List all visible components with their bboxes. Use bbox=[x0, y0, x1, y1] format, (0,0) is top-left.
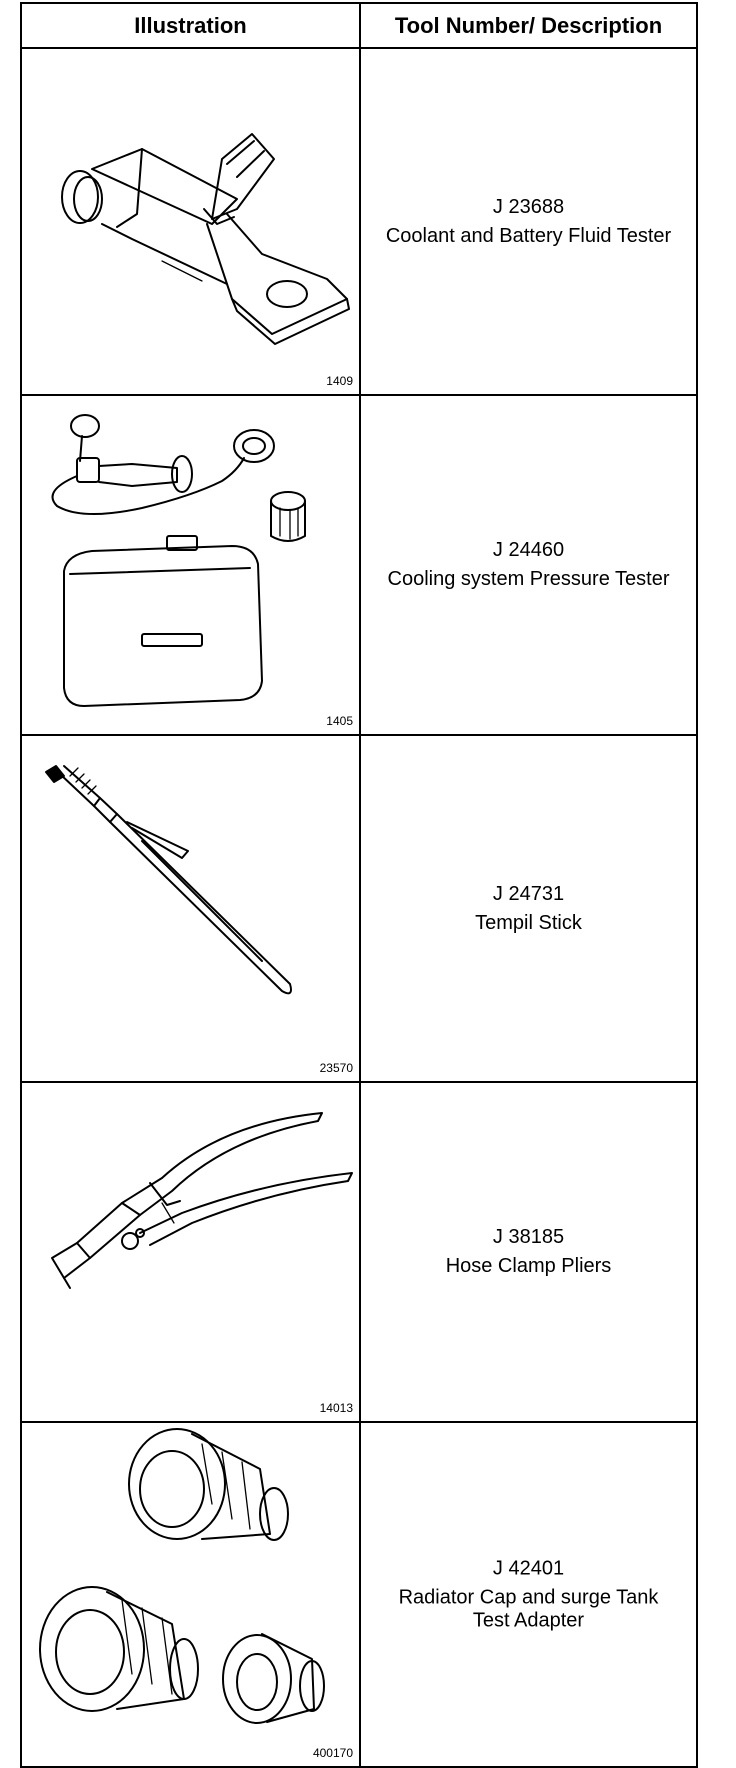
illustration-cell: 23570 bbox=[22, 736, 361, 1081]
description-cell: J 24731 Tempil Stick bbox=[361, 736, 696, 1081]
tool-number: J 38185 bbox=[492, 1226, 565, 1248]
tool-number: J 23688 bbox=[492, 195, 565, 218]
description-cell: J 42401 Radiator Cap and surge Tank Test… bbox=[361, 1423, 696, 1766]
hose-clamp-pliers-icon bbox=[51, 1112, 353, 1289]
description-cell: J 23688 Coolant and Battery Fluid Tester bbox=[361, 49, 696, 394]
illustration-cell: 400170 bbox=[22, 1423, 361, 1766]
table-row: 1405 J 24460 Cooling system Pressure Tes… bbox=[22, 396, 696, 736]
tool-description: Coolant and Battery Fluid Tester bbox=[385, 224, 672, 247]
table-row: 1409 J 23688 Coolant and Battery Fluid T… bbox=[22, 49, 696, 396]
figure-number: 1405 bbox=[326, 714, 353, 728]
tool-number: J 42401 bbox=[492, 1557, 565, 1579]
illustration-cell: 1409 bbox=[22, 49, 361, 394]
illustration-cell: 1405 bbox=[22, 396, 361, 734]
pressure-tester-icon bbox=[51, 414, 306, 707]
figure-number: 400170 bbox=[312, 1746, 353, 1760]
table-row: 400170 J 42401 Radiator Cap and surge Ta… bbox=[22, 1423, 696, 1766]
illustration-cell: 14013 bbox=[22, 1083, 361, 1421]
table-header: Illustration Tool Number/ Description bbox=[22, 4, 696, 49]
header-illustration: Illustration bbox=[22, 4, 361, 47]
figure-number: 23570 bbox=[319, 1061, 353, 1075]
description-cell: J 24460 Cooling system Pressure Tester bbox=[361, 396, 696, 734]
header-tool-description: Tool Number/ Description bbox=[394, 12, 663, 38]
tempil-stick-icon bbox=[45, 765, 292, 995]
tool-description: Cooling system Pressure Tester bbox=[387, 568, 670, 590]
tool-number: J 24460 bbox=[492, 539, 565, 561]
figure-number: 1409 bbox=[326, 374, 353, 388]
figure-number: 14013 bbox=[319, 1401, 353, 1415]
test-adapter-icon bbox=[39, 1428, 325, 1724]
table-row: 23570 J 24731 Tempil Stick bbox=[22, 736, 696, 1083]
tool-description: Hose Clamp Pliers bbox=[445, 1255, 612, 1277]
table-row: 14013 J 38185 Hose Clamp Pliers bbox=[22, 1083, 696, 1423]
tool-number: J 24731 bbox=[492, 882, 565, 905]
tools-table: Illustration Tool Number/ Description 14… bbox=[20, 2, 698, 1768]
tool-description: Tempil Stick bbox=[475, 911, 582, 934]
tool-description: Radiator Cap and surge Tank Test Adapter bbox=[398, 1586, 659, 1631]
fluid-tester-icon bbox=[61, 133, 350, 345]
description-cell: J 38185 Hose Clamp Pliers bbox=[361, 1083, 696, 1421]
